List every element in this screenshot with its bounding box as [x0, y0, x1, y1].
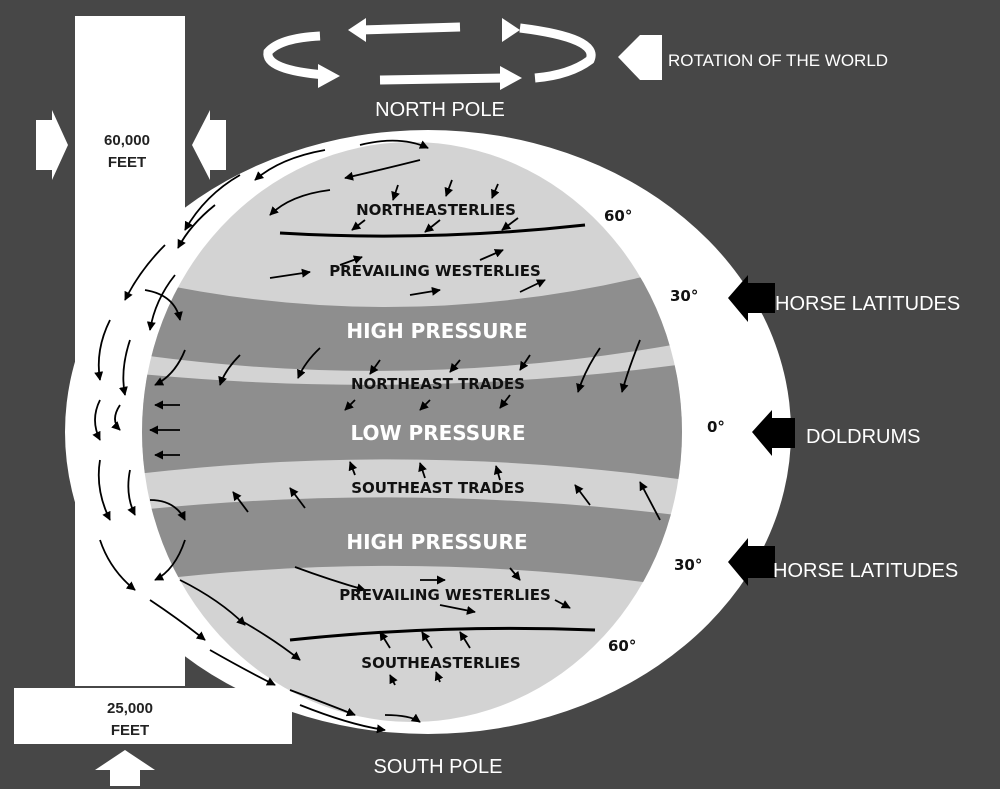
arrow-horse-latitudes-north-icon [728, 275, 775, 322]
zone-label-horse-latitudes-north: HORSE LATITUDES [775, 293, 960, 315]
zone-label-horse-latitudes-south: HORSE LATITUDES [773, 560, 958, 582]
rotation-arrows [263, 22, 596, 85]
band-high-pressure-north [142, 262, 682, 371]
arrow-doldrums-icon [752, 410, 795, 456]
latitude-30-south: 30° [674, 556, 702, 574]
band-label-low-pressure: LOW PRESSURE [351, 421, 526, 445]
globe [142, 142, 682, 722]
latitude-60-south: 60° [608, 637, 636, 655]
altitude-top-unit: FEET [108, 154, 146, 171]
line-60-north [279, 223, 586, 238]
north-pole-label: NORTH POLE [375, 99, 505, 121]
band-low-pressure [142, 362, 682, 482]
rotation-label: ROTATION OF THE WORLD [668, 51, 888, 70]
band-label-northeast-trades: NORTHEAST TRADES [351, 375, 525, 393]
line-60-south [289, 626, 596, 642]
arrow-up-25k-icon [95, 750, 155, 786]
circulation-arrows [92, 139, 429, 734]
latitude-30-north: 30° [670, 287, 698, 305]
arrow-right-60k-icon [36, 110, 68, 180]
arrow-left-60k-icon [192, 110, 226, 180]
wind-arrows [218, 179, 661, 686]
rotation-indicator-icon [618, 35, 662, 80]
south-pole-label: SOUTH POLE [374, 756, 503, 778]
band-label-high-pressure-south: HIGH PRESSURE [346, 530, 527, 554]
band-high-pressure-south [142, 497, 682, 590]
latitude-60-north: 60° [604, 207, 632, 225]
band-label-southeast-trades: SOUTHEAST TRADES [351, 479, 525, 497]
altitude-bottom-unit: FEET [111, 722, 149, 739]
arrow-down-25k-icon [95, 636, 155, 675]
band-label-southeasterlies: SOUTHEASTERLIES [361, 654, 520, 672]
rotation-arrowheads [318, 18, 522, 90]
band-label-high-pressure-north: HIGH PRESSURE [346, 319, 527, 343]
band-label-prevailing-westerlies-south: PREVAILING WESTERLIES [339, 586, 551, 604]
band-label-prevailing-westerlies-north: PREVAILING WESTERLIES [329, 262, 541, 280]
arrow-horse-latitudes-south-icon [728, 538, 775, 586]
zone-label-doldrums: DOLDRUMS [806, 426, 920, 448]
band-label-northeasterlies: NORTHEASTERLIES [356, 201, 516, 219]
latitude-0: 0° [707, 418, 725, 436]
altitude-bottom-value: 25,000 [107, 700, 153, 717]
altitude-bar-bottom [14, 688, 292, 744]
altitude-top-value: 60,000 [104, 132, 150, 149]
